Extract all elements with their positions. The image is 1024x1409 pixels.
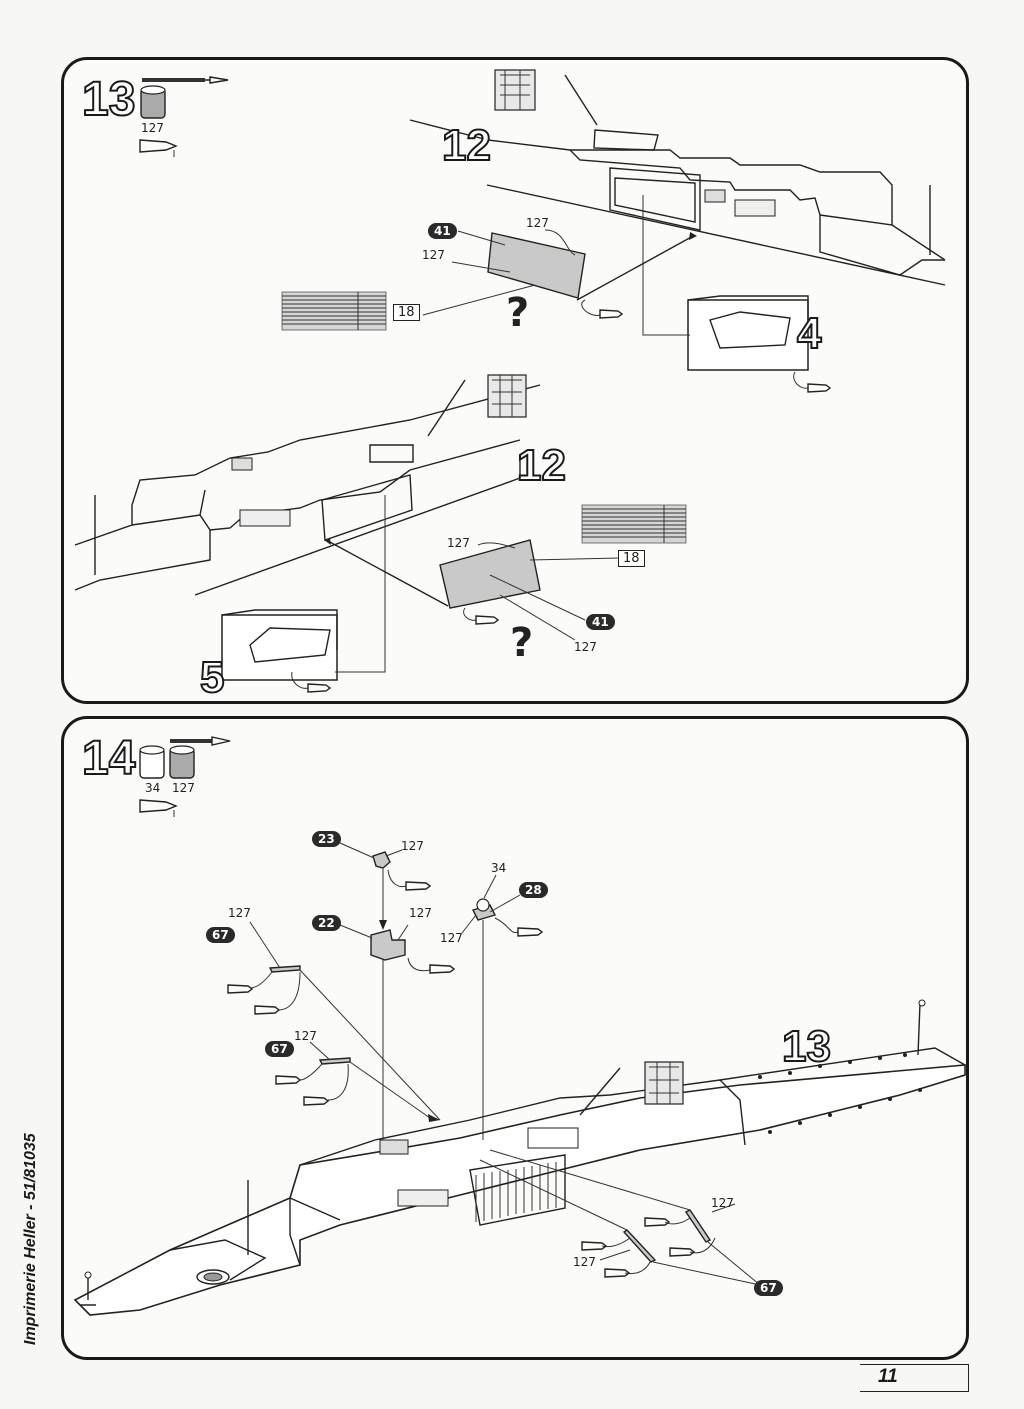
part-41-panel-lower: [439, 539, 541, 609]
part-67-label: 67: [206, 927, 235, 943]
part-22-label: 22: [312, 915, 341, 931]
page-number-box: [860, 1364, 969, 1392]
callout-127: 127: [294, 1029, 317, 1043]
paint-pot-icon: [140, 85, 166, 119]
part-67-label: 67: [754, 1280, 783, 1296]
paintbrush-icon: [170, 736, 231, 746]
part-23-label: 23: [312, 831, 341, 847]
ref-step-5: 5: [199, 653, 226, 702]
deck-fittings: [758, 1053, 922, 1134]
callout-127: 127: [447, 536, 470, 550]
callout-127: 127: [573, 1255, 596, 1269]
part-18-label-upper: 18: [393, 304, 420, 321]
question-mark-lower: ?: [510, 620, 534, 666]
part-41-panel-upper: [487, 232, 586, 299]
ref-step-12-lower: 12: [516, 441, 567, 490]
glue-tube-icon: [139, 139, 178, 157]
part-28-label: 28: [519, 882, 548, 898]
lower-ship-drawing: [74, 374, 541, 681]
callout-34: 34: [491, 861, 507, 875]
part-67-c: [684, 1209, 712, 1243]
full-ship-drawing: [73, 999, 966, 1316]
part-41-label-lower: 41: [586, 614, 615, 630]
paintbrush-icon: [142, 76, 229, 84]
ref-step-4: 4: [796, 309, 823, 358]
step-14-number: 14: [81, 732, 136, 785]
question-mark-upper: ?: [506, 290, 530, 336]
callout-127: 127: [401, 839, 424, 853]
ref-step-12-upper: 12: [441, 121, 492, 170]
page-number: 11: [878, 1366, 898, 1387]
ref-step-13: 13: [781, 1022, 832, 1071]
grating-18-lower: [581, 504, 687, 544]
callout-127: 127: [422, 248, 445, 262]
callout-127: 127: [711, 1196, 734, 1210]
part-67-label: 67: [265, 1041, 294, 1057]
glue-tube-icon: [139, 799, 178, 817]
paint-code-127: 127: [141, 121, 164, 135]
part-18-label-lower: 18: [618, 550, 645, 567]
callout-127: 127: [574, 640, 597, 654]
upper-ship-drawing: [409, 69, 946, 371]
printer-imprint: Imprimerie Heller - 51/81035: [22, 1133, 39, 1345]
part-41-label-upper: 41: [428, 223, 457, 239]
callout-127: 127: [228, 906, 251, 920]
callout-127: 127: [440, 931, 463, 945]
grating-18-upper: [281, 291, 387, 331]
paint-pot-icon: [139, 745, 165, 779]
paint-code-127: 127: [172, 781, 195, 795]
paint-code-34: 34: [145, 781, 161, 795]
part-67-b: [318, 1057, 351, 1065]
paint-pot-icon: [169, 745, 195, 779]
part-67-d: [622, 1229, 657, 1263]
part-67-a: [268, 965, 301, 973]
callout-127: 127: [526, 216, 549, 230]
part-23: [372, 851, 391, 869]
callout-127: 127: [409, 906, 432, 920]
part-22: [370, 929, 406, 961]
step-13-number: 13: [81, 73, 136, 126]
